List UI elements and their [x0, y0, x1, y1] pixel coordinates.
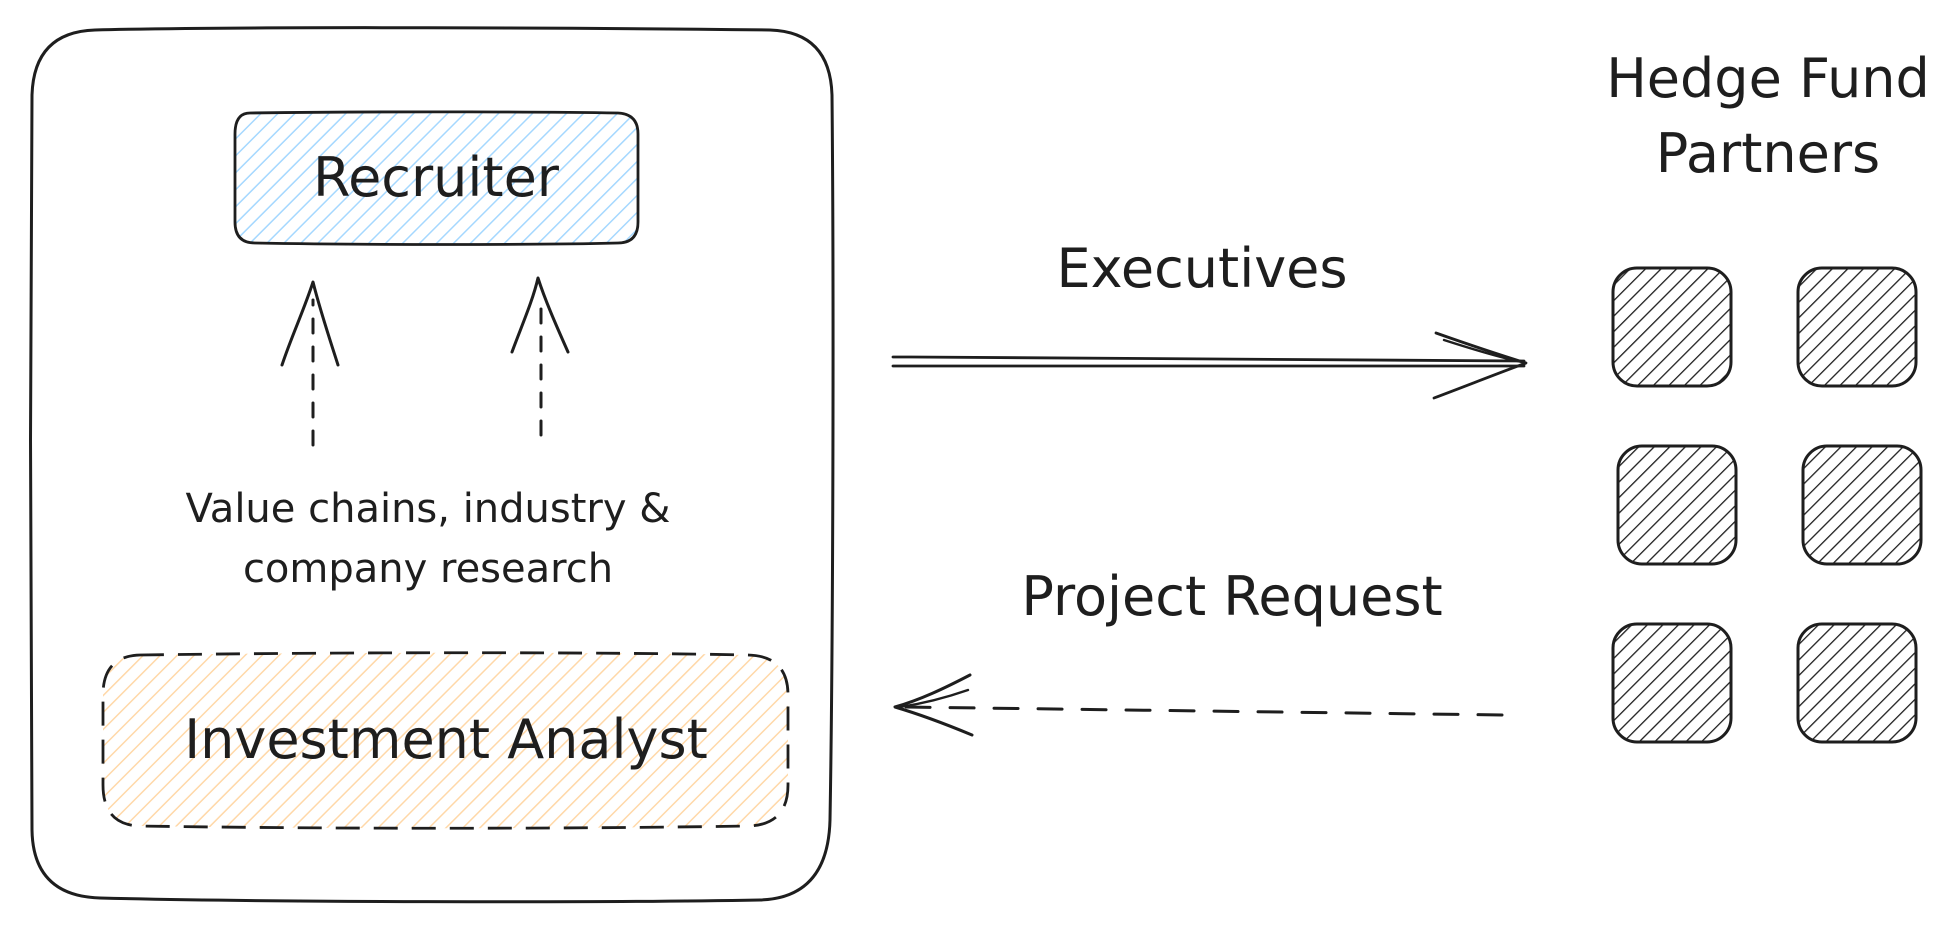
investment-analyst-node[interactable]: Investment Analyst — [101, 651, 790, 830]
investment-analyst-label: Investment Analyst — [184, 708, 708, 771]
research-note-line1: Value chains, industry & — [186, 486, 671, 532]
outer-container — [29, 26, 835, 904]
research-note: Value chains, industry & company researc… — [186, 486, 671, 592]
partner-square-5 — [1611, 622, 1733, 744]
recruiter-label: Recruiter — [313, 146, 560, 209]
partner-square-1 — [1611, 266, 1733, 388]
executives-label: Executives — [1056, 237, 1347, 300]
project-request-edge: Project Request — [893, 565, 1504, 737]
research-note-line2: company research — [243, 546, 613, 592]
partner-grid — [1611, 266, 1923, 744]
partner-square-6 — [1796, 622, 1918, 744]
research-arrow-right — [510, 276, 570, 437]
executives-edge: Executives — [891, 237, 1528, 400]
investment-analyst-box — [101, 651, 790, 830]
partners-title-line1: Hedge Fund — [1606, 47, 1930, 110]
partner-square-3 — [1616, 444, 1738, 566]
partners-title-line2: Partners — [1656, 122, 1880, 185]
recruiter-box — [233, 110, 640, 246]
project-request-label: Project Request — [1021, 565, 1442, 628]
research-arrow-left — [280, 280, 340, 447]
recruiter-node[interactable]: Recruiter — [233, 110, 640, 246]
partner-square-4 — [1801, 444, 1923, 566]
partner-square-2 — [1796, 266, 1918, 388]
hedge-fund-partners: Hedge Fund Partners — [1606, 47, 1930, 744]
